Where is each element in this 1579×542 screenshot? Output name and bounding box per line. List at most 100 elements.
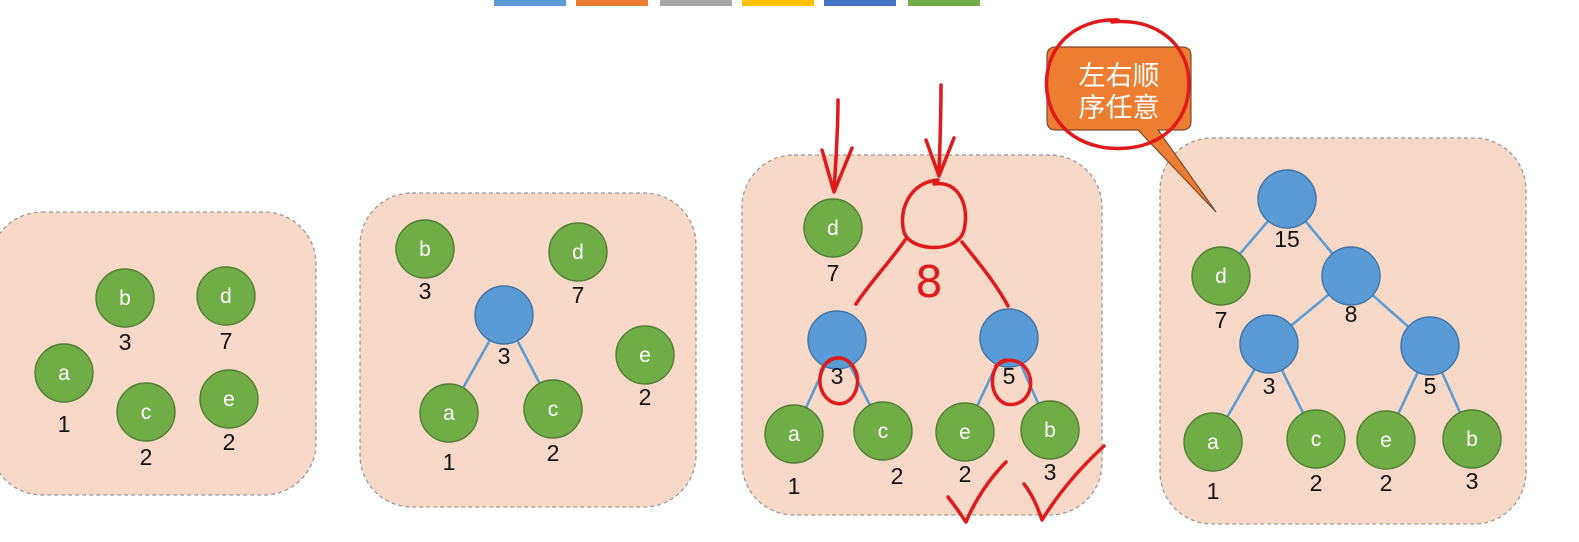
handwritten-annotations: 8 — [818, 18, 1191, 524]
leaf-node — [196, 266, 256, 326]
node-weight: 1 — [58, 411, 71, 437]
node-label: b — [419, 238, 431, 261]
node-label: a — [443, 402, 455, 425]
node-label: d — [1215, 265, 1227, 288]
node-weight: 5 — [1424, 373, 1437, 399]
circle-around-5 — [990, 358, 1033, 407]
node-weight: 5 — [1003, 363, 1016, 389]
leaf-node — [764, 404, 824, 464]
node-weight: 2 — [639, 384, 652, 410]
node-weight: 3 — [1466, 468, 1479, 494]
callout-ring — [1044, 18, 1191, 151]
node-weight: 2 — [1310, 470, 1323, 496]
node-weight: 3 — [419, 278, 432, 304]
palette-swatch — [660, 0, 732, 6]
callout-bubble: 左右顺 序任意 — [1046, 46, 1217, 213]
node-weight: 1 — [1207, 478, 1220, 504]
leaf-node — [853, 401, 913, 461]
palette-strip — [494, 0, 980, 6]
node-weight: 3 — [831, 363, 844, 389]
node-label: d — [572, 241, 584, 264]
node-label: c — [1311, 428, 1322, 451]
panel-background — [1159, 137, 1527, 525]
node-weight: 7 — [220, 328, 233, 354]
node-weight: 7 — [827, 260, 840, 286]
node-weight: 15 — [1274, 226, 1300, 252]
leaf-node — [1020, 400, 1080, 460]
leaf-node — [95, 268, 155, 328]
internal-node — [1257, 169, 1317, 229]
leaf-node — [419, 383, 479, 443]
node-weight: 2 — [547, 440, 560, 466]
drawn-sum: 8 — [915, 257, 943, 308]
node-label: e — [223, 388, 235, 411]
arrow-down-to-new-node-head — [924, 136, 956, 178]
internal-node — [1321, 246, 1381, 306]
node-label: c — [548, 398, 559, 421]
node-weight: 2 — [223, 429, 236, 455]
drawn-edge-left — [854, 238, 907, 306]
leaf-node — [1442, 409, 1502, 469]
node-label: c — [878, 420, 889, 443]
node-weight: 3 — [119, 329, 132, 355]
node-label: e — [959, 421, 971, 444]
internal-node — [1239, 314, 1299, 374]
palette-swatch — [824, 0, 896, 6]
leaf-node — [1286, 409, 1346, 469]
node-label: a — [1207, 431, 1219, 454]
callout-shape — [1046, 46, 1217, 213]
node-weight: 2 — [891, 463, 904, 489]
node-weight: 2 — [1380, 470, 1393, 496]
leaf-node — [615, 325, 675, 385]
node-label: c — [141, 401, 152, 424]
node-label: b — [119, 287, 131, 310]
node-weight: 2 — [959, 461, 972, 487]
node-label: a — [58, 362, 70, 385]
node-weight: 3 — [498, 343, 511, 369]
arrow-down-to-d — [832, 98, 840, 192]
internal-node — [807, 310, 867, 370]
leaf-node — [1356, 410, 1416, 470]
palette-swatch — [494, 0, 566, 6]
checkmark-2 — [1022, 444, 1106, 522]
leaf-node — [548, 222, 608, 282]
leaf-node — [199, 369, 259, 429]
checkmark-1 — [946, 460, 1008, 524]
internal-node — [979, 308, 1039, 368]
callout-line-1: 左右顺 — [1079, 61, 1160, 92]
node-label: e — [1380, 429, 1392, 452]
leaf-node — [1183, 412, 1243, 472]
node-label: d — [220, 285, 232, 308]
leaf-node — [34, 343, 94, 403]
arrow-down-to-new-node — [937, 83, 943, 174]
leaf-node — [523, 379, 583, 439]
node-weight: 7 — [572, 282, 585, 308]
node-label: b — [1044, 419, 1056, 442]
leaf-node — [803, 198, 863, 258]
circle-around-3 — [818, 356, 860, 406]
arrow-down-to-d-head — [820, 146, 854, 194]
drawn-edge-right — [960, 240, 1010, 308]
palette-swatch — [742, 0, 814, 6]
callout-line-2: 序任意 — [1079, 93, 1160, 124]
node-label: b — [1466, 428, 1478, 451]
node-weight: 1 — [788, 473, 801, 499]
palette-swatch — [908, 0, 980, 6]
leaf-node — [395, 219, 455, 279]
internal-node — [474, 285, 534, 345]
palette-swatch — [576, 0, 648, 6]
node-label: e — [639, 344, 651, 367]
leaf-node — [935, 402, 995, 462]
internal-node — [1400, 316, 1460, 376]
node-weight: 8 — [1345, 301, 1358, 327]
drawn-new-node — [900, 178, 968, 250]
